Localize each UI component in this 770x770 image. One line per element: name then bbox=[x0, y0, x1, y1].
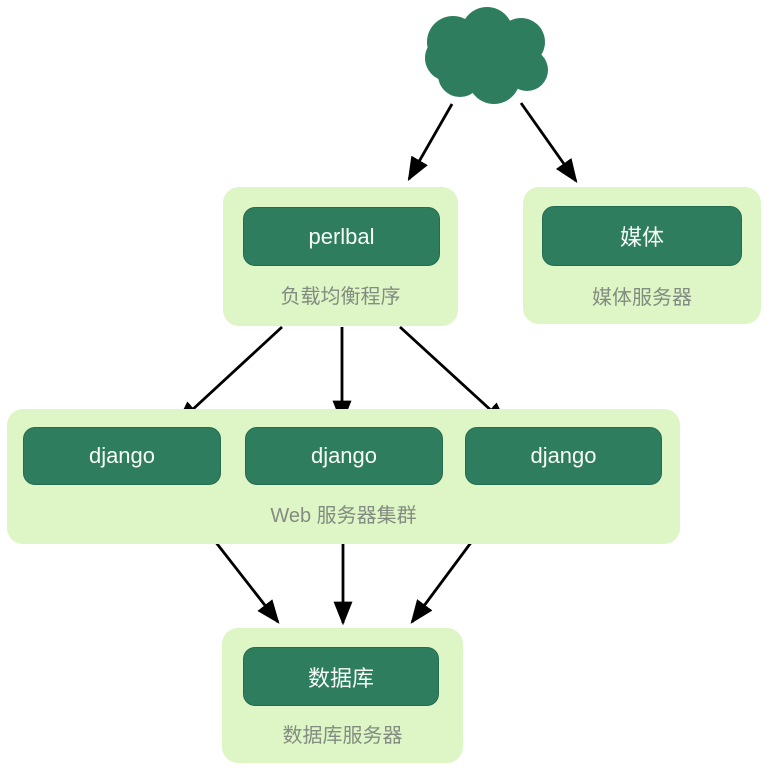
edge-cloud-to-media bbox=[519, 102, 578, 183]
node-django-3: django bbox=[465, 427, 662, 485]
node-database-label: 数据库 bbox=[307, 665, 374, 691]
group-label-database-server: 数据库服务器 bbox=[282, 725, 403, 747]
node-django-2-label: django bbox=[310, 443, 378, 468]
node-django-1-label: django bbox=[88, 443, 156, 468]
node-perlbal: perlbal bbox=[243, 207, 440, 266]
cloud-icon bbox=[425, 7, 548, 104]
group-load-balancer: perlbal 负载均衡程序 bbox=[223, 187, 458, 326]
node-django-1: django bbox=[23, 427, 221, 485]
group-media-server: 媒体 媒体服务器 bbox=[523, 187, 761, 324]
node-media: 媒体 bbox=[542, 206, 742, 266]
group-label-web-server-cluster: Web 服务器集群 bbox=[270, 505, 417, 527]
node-database: 数据库 bbox=[243, 647, 439, 706]
group-label-load-balancer: 负载均衡程序 bbox=[280, 286, 401, 308]
group-label-media-server: 媒体服务器 bbox=[592, 287, 692, 309]
edge-cloud-to-load-balancer bbox=[407, 103, 454, 182]
node-media-label: 媒体 bbox=[619, 225, 664, 250]
node-django-3-label: django bbox=[530, 443, 597, 468]
edge-load-balancer-to-django-1 bbox=[176, 325, 283, 425]
edge-load-balancer-to-django-3 bbox=[399, 325, 508, 426]
node-perlbal-label: perlbal bbox=[308, 223, 375, 249]
group-web-server-cluster: django django django Web 服务器集群 bbox=[7, 409, 680, 544]
node-django-2: django bbox=[245, 427, 443, 485]
group-database-server: 数据库 数据库服务器 bbox=[222, 628, 463, 763]
